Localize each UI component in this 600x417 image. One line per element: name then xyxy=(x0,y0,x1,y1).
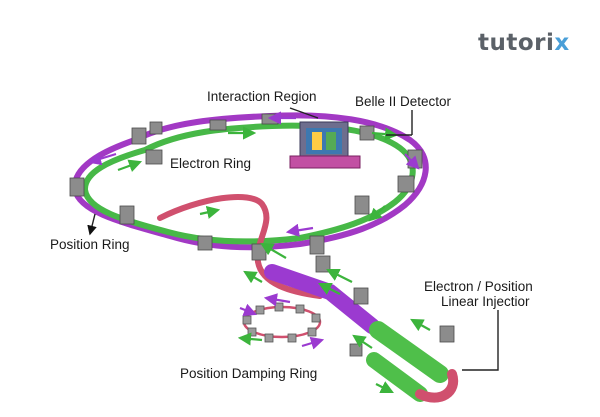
arrow-purple xyxy=(263,293,291,307)
logo-text: tutori xyxy=(478,30,555,56)
logo-accent: x xyxy=(554,30,570,56)
linac-green xyxy=(369,321,449,383)
belle-detector-label: Belle II Detector xyxy=(355,94,452,109)
arrow-green xyxy=(237,332,263,346)
interaction-leader xyxy=(289,107,319,119)
arrow-green xyxy=(326,269,353,283)
position-ring-label: Position Ring xyxy=(50,237,130,252)
arrow-purple xyxy=(239,303,258,317)
arrow-green xyxy=(375,381,394,393)
arrow-green xyxy=(117,159,143,172)
arrow-green xyxy=(368,205,386,222)
arrow-green xyxy=(410,318,431,332)
logo: tutorix xyxy=(478,30,570,56)
arrow-purple xyxy=(285,223,314,237)
electron-ring xyxy=(82,122,416,245)
arrow-green xyxy=(243,270,263,284)
damping-ring-label: Position Damping Ring xyxy=(180,366,318,381)
position-ring-leader xyxy=(87,213,97,236)
electron-ring-label: Electron Ring xyxy=(170,156,252,171)
arrow-purple xyxy=(87,152,117,166)
linac-bend xyxy=(415,369,459,403)
arrow-green xyxy=(260,242,287,259)
injection-leader xyxy=(462,310,499,371)
injection-label-line1: Electron / Position xyxy=(424,279,533,294)
arrow-green xyxy=(318,283,341,295)
transfer-line xyxy=(157,193,323,299)
damping-ring-magnets xyxy=(242,302,321,343)
injection-label-line2: Linear Injectior xyxy=(441,294,530,309)
arrow-purple xyxy=(301,336,325,350)
arrow-green xyxy=(352,334,373,349)
arrow-green xyxy=(199,205,221,219)
linac-green-lower xyxy=(366,352,428,402)
belle-detector xyxy=(289,121,361,169)
arrow-purple xyxy=(404,153,420,170)
interaction-region-label: Interaction Region xyxy=(207,89,317,104)
